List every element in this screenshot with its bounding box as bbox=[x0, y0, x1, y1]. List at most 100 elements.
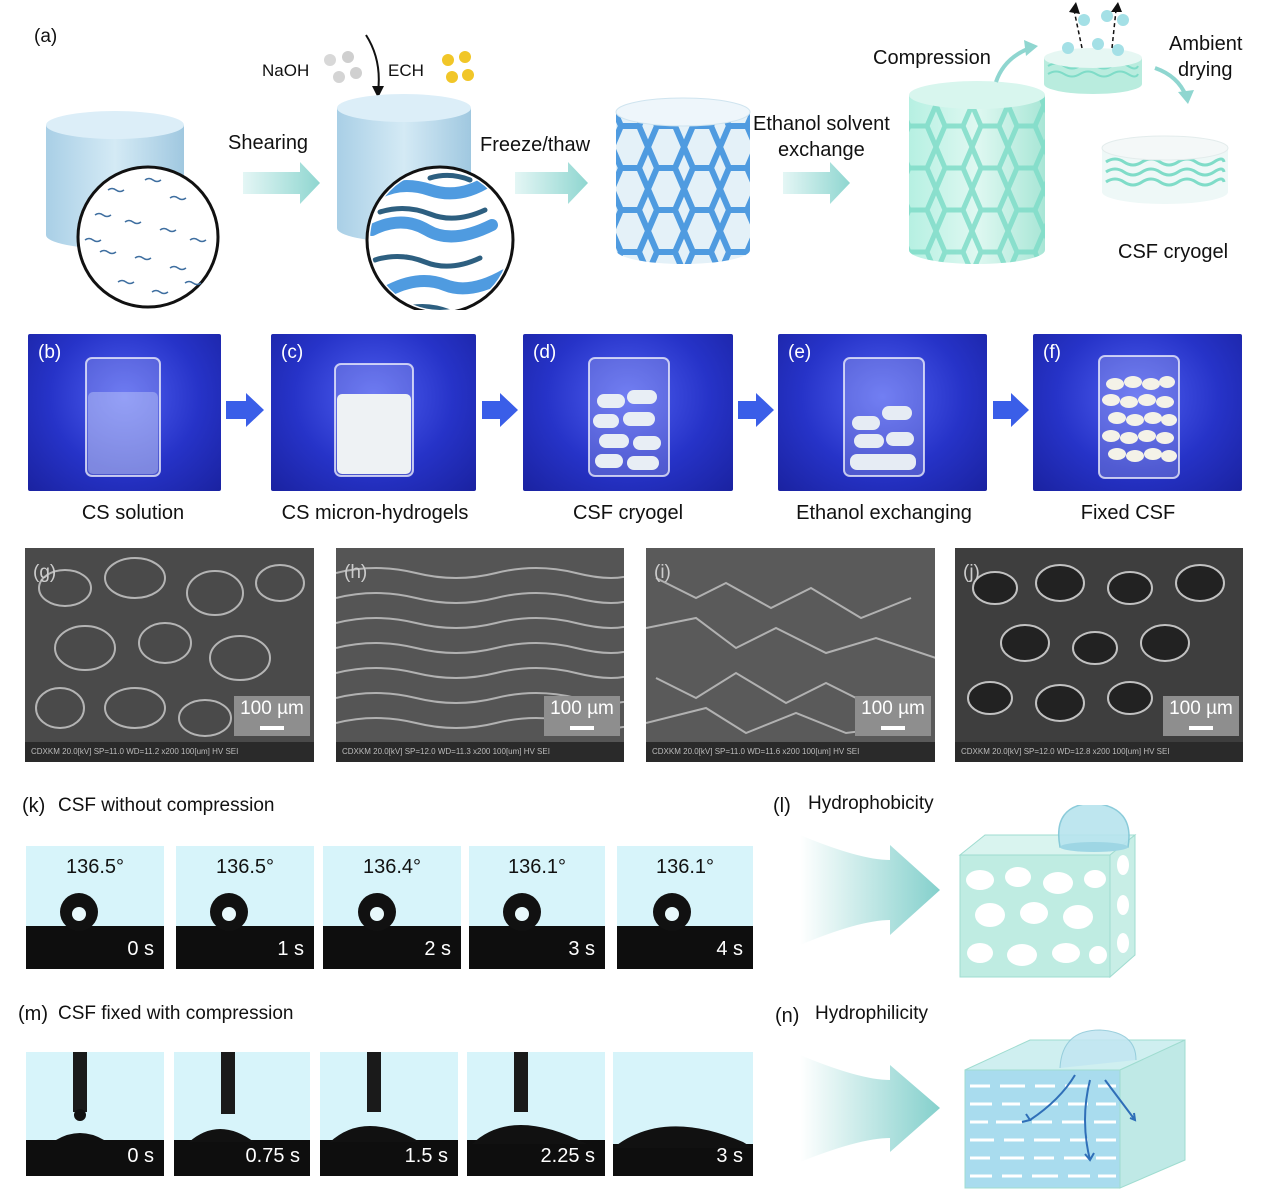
step-ethanol-line1: Ethanol solvent bbox=[753, 113, 890, 135]
photo-label: (b) bbox=[38, 342, 62, 363]
panel-a-label: (a) bbox=[34, 26, 58, 47]
step-ethanol-line2: exchange bbox=[778, 139, 865, 161]
contact-frame-k0: 136.5° 0 s bbox=[26, 846, 164, 969]
final-cryogel-disk bbox=[1101, 135, 1229, 204]
droplet-shape bbox=[26, 1052, 164, 1176]
beaker bbox=[85, 357, 161, 477]
frame-time: 3 s bbox=[568, 938, 595, 960]
sem-info: CDXKM 20.0[kV] SP=12.0 WD=11.3 x200 100[… bbox=[336, 742, 624, 762]
arrow-freeze-thaw bbox=[515, 162, 588, 204]
contact-angle: 136.5° bbox=[65, 856, 125, 878]
hydrophobic-illustration bbox=[800, 805, 1137, 979]
scale-text: 100 µm bbox=[550, 698, 614, 719]
contact-angle: 136.5° bbox=[215, 856, 275, 878]
droplet-shape bbox=[467, 1052, 605, 1176]
ech-dots bbox=[442, 51, 474, 83]
sem-info: CDXKM 20.0[kV] SP=11.0 WD=11.6 x200 100[… bbox=[646, 742, 935, 762]
reagent-arrow bbox=[365, 34, 380, 93]
photo-label: (e) bbox=[788, 342, 812, 363]
cryogel-cylinder bbox=[615, 97, 751, 264]
scale-bar: 100 µm bbox=[544, 696, 620, 736]
beaker bbox=[334, 363, 414, 477]
frame-time: 0 s bbox=[127, 938, 154, 960]
panel-m-label: (m) bbox=[18, 1003, 48, 1025]
reagent-naoh: NaOH bbox=[262, 61, 310, 80]
contact-frame-m4: 3 s bbox=[613, 1052, 753, 1176]
absorption-arrows bbox=[1021, 1074, 1137, 1162]
step-drying: drying bbox=[1178, 59, 1233, 81]
hydrophilic-illustration bbox=[800, 1029, 1186, 1189]
step-freeze-thaw: Freeze/thaw bbox=[480, 134, 591, 156]
panel-a-diagram bbox=[46, 2, 1229, 310]
photo-label: (f) bbox=[1043, 342, 1061, 363]
sem-info: CDXKM 20.0[kV] SP=12.0 WD=12.8 x200 100[… bbox=[955, 742, 1243, 762]
panel-n-title: Hydrophilicity bbox=[815, 1003, 928, 1024]
naoh-dots bbox=[324, 51, 362, 83]
panel-l-title: Hydrophobicity bbox=[808, 793, 934, 814]
panel-n-label: (n) bbox=[775, 1005, 800, 1027]
photo-csf-cryogel: (d) bbox=[523, 334, 733, 491]
contact-frame-m1: 0.75 s bbox=[174, 1052, 310, 1176]
scale-text: 100 µm bbox=[1169, 698, 1233, 719]
layered-block bbox=[964, 1029, 1186, 1189]
caption-csf-cryogel: CSF cryogel bbox=[572, 502, 684, 524]
arrow-shearing bbox=[243, 162, 320, 204]
water-droplet bbox=[1058, 805, 1130, 852]
contact-angle: 136.1° bbox=[507, 856, 567, 878]
contact-frame-m2: 1.5 s bbox=[320, 1052, 458, 1176]
photo-cs-solution: (b) bbox=[28, 334, 221, 491]
compressed-disk bbox=[1044, 2, 1142, 94]
product-label: CSF cryogel bbox=[1118, 241, 1229, 263]
photo-ethanol-exchanging: (e) bbox=[778, 334, 987, 491]
droplet-shape bbox=[26, 893, 164, 969]
solution-zoom-circle bbox=[76, 165, 220, 309]
frame-time: 0.75 s bbox=[245, 1145, 300, 1167]
panel-k-label: (k) bbox=[22, 795, 46, 817]
droplet-shape bbox=[613, 1126, 753, 1176]
contact-frame-m0: 0 s bbox=[26, 1052, 164, 1176]
contact-frame-k1: 136.5° 1 s bbox=[176, 846, 314, 969]
contact-frame-k3: 136.1° 3 s bbox=[469, 846, 605, 969]
droplet-shape bbox=[617, 893, 753, 969]
sem-label: (i) bbox=[654, 562, 671, 583]
arrow-compression bbox=[994, 46, 1031, 83]
porous-cube bbox=[958, 833, 1137, 979]
contact-frame-k4: 136.1° 4 s bbox=[617, 846, 753, 969]
panel-l-label: (l) bbox=[773, 795, 791, 817]
step-shearing: Shearing bbox=[228, 132, 309, 154]
panel-k-title: CSF without compression bbox=[58, 795, 275, 816]
photo-micron-hydrogels: (c) bbox=[271, 334, 476, 491]
scale-bar: 100 µm bbox=[855, 696, 931, 736]
droplet-shape bbox=[469, 893, 605, 969]
caption-fixed-csf: Fixed CSF bbox=[1080, 502, 1176, 524]
photo-label: (c) bbox=[281, 342, 304, 363]
step-compression: Compression bbox=[873, 47, 991, 69]
contact-angle: 136.1° bbox=[655, 856, 715, 878]
beaker bbox=[588, 357, 670, 477]
exchanged-cylinder bbox=[909, 81, 1045, 264]
frame-time: 2 s bbox=[424, 938, 451, 960]
droplet-shape bbox=[174, 1052, 310, 1176]
scale-bar: 100 µm bbox=[1163, 696, 1239, 736]
caption-cs-solution: CS solution bbox=[81, 502, 185, 524]
photo-label: (d) bbox=[533, 342, 557, 363]
sem-image-g: (g) 100 µm CDXKM 20.0[kV] SP=11.0 WD=11.… bbox=[25, 548, 314, 762]
frame-time: 2.25 s bbox=[540, 1145, 595, 1167]
panel-m-title: CSF fixed with compression bbox=[58, 1003, 294, 1024]
hydrogel-zoom-circle bbox=[365, 165, 515, 310]
caption-ethanol: Ethanol exchanging bbox=[796, 502, 972, 524]
reagent-ech: ECH bbox=[388, 61, 424, 80]
sem-image-i: (i) 100 µm CDXKM 20.0[kV] SP=11.0 WD=11.… bbox=[646, 548, 935, 762]
frame-time: 1.5 s bbox=[404, 1145, 448, 1167]
scale-text: 100 µm bbox=[861, 698, 925, 719]
frame-time: 4 s bbox=[716, 938, 743, 960]
scale-text: 100 µm bbox=[240, 698, 304, 719]
sem-info: CDXKM 20.0[kV] SP=11.0 WD=11.2 x200 100[… bbox=[25, 742, 314, 762]
sem-label: (j) bbox=[963, 562, 980, 583]
droplet-shape bbox=[176, 893, 314, 969]
scale-bar: 100 µm bbox=[234, 696, 310, 736]
frame-time: 0 s bbox=[127, 1145, 154, 1167]
caption-micron-hydrogels: CS micron-hydrogels bbox=[281, 502, 469, 524]
sem-image-j: (j) 100 µm CDXKM 20.0[kV] SP=12.0 WD=12.… bbox=[955, 548, 1243, 762]
droplet-shape bbox=[320, 1052, 458, 1176]
